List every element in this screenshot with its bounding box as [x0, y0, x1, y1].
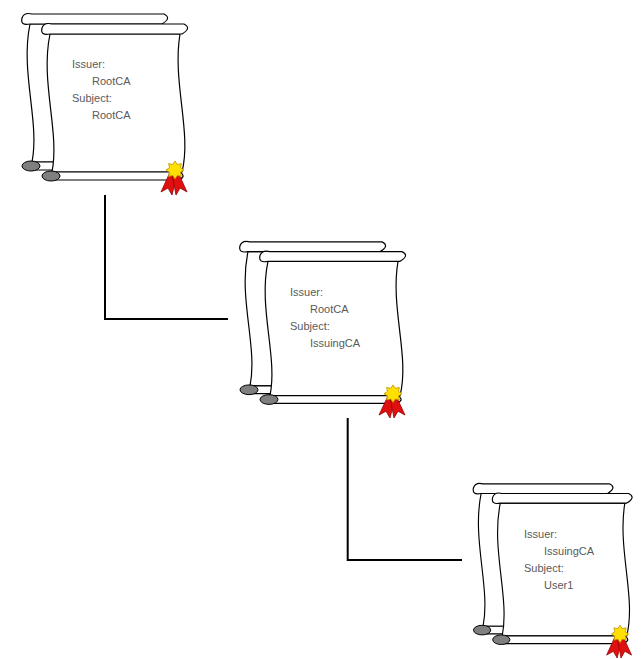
scroll-top-roll: [22, 14, 168, 25]
scroll-top-roll: [473, 483, 613, 493]
certificate-field: Issuer: RootCA: [72, 56, 162, 90]
certificate-fields: Issuer: RootCASubject: RootCA: [72, 56, 162, 124]
chain-connector: [348, 418, 462, 560]
certificate-field: Subject: User1: [524, 560, 614, 594]
scroll-body: [47, 34, 185, 172]
scroll-top-roll: [42, 24, 188, 35]
certificate-scroll: Issuer: IssuingCASubject: User1: [462, 480, 644, 658]
scroll-top-roll: [492, 493, 632, 503]
scroll-curl: [260, 395, 278, 405]
scroll-top-roll: [240, 241, 386, 252]
certificate-field: Issuer: RootCA: [290, 284, 380, 318]
certificate-scroll: Issuer: RootCASubject: RootCA: [10, 10, 200, 195]
scroll-curl: [473, 625, 490, 635]
seal-star: [384, 385, 402, 403]
certificate-field: Subject: RootCA: [72, 90, 162, 124]
scroll-curl: [22, 161, 40, 171]
certificate-scroll: Issuer: RootCASubject: IssuingCA: [228, 238, 418, 418]
certificate-fields: Issuer: IssuingCASubject: User1: [524, 526, 614, 594]
scroll-curl: [42, 171, 60, 181]
scroll-bottom-roll: [52, 172, 183, 180]
certificate-field: Subject: IssuingCA: [290, 318, 380, 352]
chain-connector: [105, 195, 228, 319]
scroll-body: [265, 261, 403, 395]
scroll-top-roll: [260, 251, 406, 262]
certificate-fields: Issuer: RootCASubject: IssuingCA: [290, 284, 380, 352]
seal-star: [611, 625, 628, 642]
seal-star: [166, 161, 184, 179]
scroll-curl: [493, 635, 510, 645]
certificate-field: Issuer: IssuingCA: [524, 526, 614, 560]
scroll-bottom-roll: [270, 396, 401, 404]
scroll-bottom-roll: [502, 636, 628, 644]
scroll-body: [498, 503, 630, 636]
scroll-curl: [240, 385, 258, 395]
